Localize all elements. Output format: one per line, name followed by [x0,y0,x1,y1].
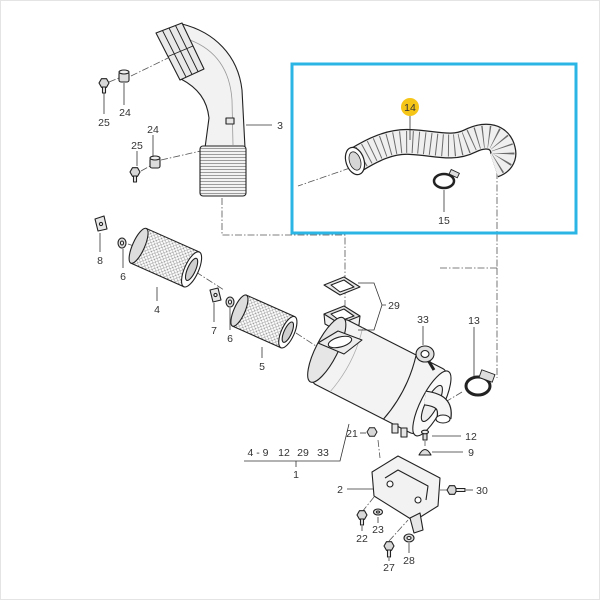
bolt-27 [383,541,395,558]
hose-clamp-small [432,168,460,190]
callout-6-left[interactable]: 6 [120,271,126,283]
safety-filter-element [230,294,298,349]
washer-left [117,237,127,249]
assembly-member: 29 [297,447,309,459]
air-intake-duct [155,22,247,197]
assembly-member: 12 [278,447,290,459]
callout-22[interactable]: 22 [356,533,368,545]
callout-30[interactable]: 30 [476,485,488,497]
callout-4[interactable]: 4 [154,304,160,316]
leader-lines [99,83,475,561]
callout-9[interactable]: 9 [468,447,474,459]
callout-15[interactable]: 15 [438,215,450,227]
callout-25-mid[interactable]: 25 [131,140,143,152]
washer-right [225,296,235,308]
mounting-bracket-small-right [209,287,222,303]
service-indicator [415,345,436,371]
assembly-member: 33 [317,447,329,459]
grommet-top [118,69,130,83]
callout-23[interactable]: 23 [372,524,384,536]
callout-2[interactable]: 2 [337,484,343,496]
assembly-member: 4 - 9 [247,447,268,459]
washer-28 [403,533,415,543]
callout-8[interactable]: 8 [97,255,103,267]
nut-21 [366,427,378,437]
callout-24-mid[interactable]: 24 [147,124,159,136]
callout-14[interactable]: 14 [404,102,416,114]
callout-5[interactable]: 5 [259,361,265,373]
inlet-gasket-top [323,276,361,296]
hose-clamp-large [464,369,496,397]
screw-12 [420,429,430,441]
callout-12[interactable]: 12 [465,431,477,443]
dust-valve-cap [418,448,432,456]
grommet-mid [149,155,161,169]
assembly-group-label: 4 - 9 12 29 33 1 [247,447,329,481]
intake-hose[interactable] [342,123,517,178]
callout-6-right[interactable]: 6 [227,333,233,345]
mounting-bracket-small-left [94,215,108,232]
callout-28[interactable]: 28 [403,555,415,567]
inlet-gasket-boot [323,305,361,334]
callout-21[interactable]: 21 [346,428,358,440]
highlight-marker [401,98,419,116]
mounting-bracket [371,455,441,534]
callout-29[interactable]: 29 [388,300,400,312]
bolt-mid [129,167,141,183]
bolt-30 [446,485,466,495]
callout-33[interactable]: 33 [417,314,429,326]
callout-3[interactable]: 3 [277,120,283,132]
callout-24-top[interactable]: 24 [119,107,131,119]
callout-13[interactable]: 13 [468,315,480,327]
callout-27[interactable]: 27 [383,562,395,574]
highlight-box [290,62,578,235]
callout-25-top[interactable]: 25 [98,117,110,129]
callout-1[interactable]: 1 [293,469,299,481]
callout-7[interactable]: 7 [211,325,217,337]
air-filter-housing [307,316,452,438]
bolt-22 [356,510,368,526]
main-filter-element [128,227,203,288]
washer-23 [372,508,384,516]
